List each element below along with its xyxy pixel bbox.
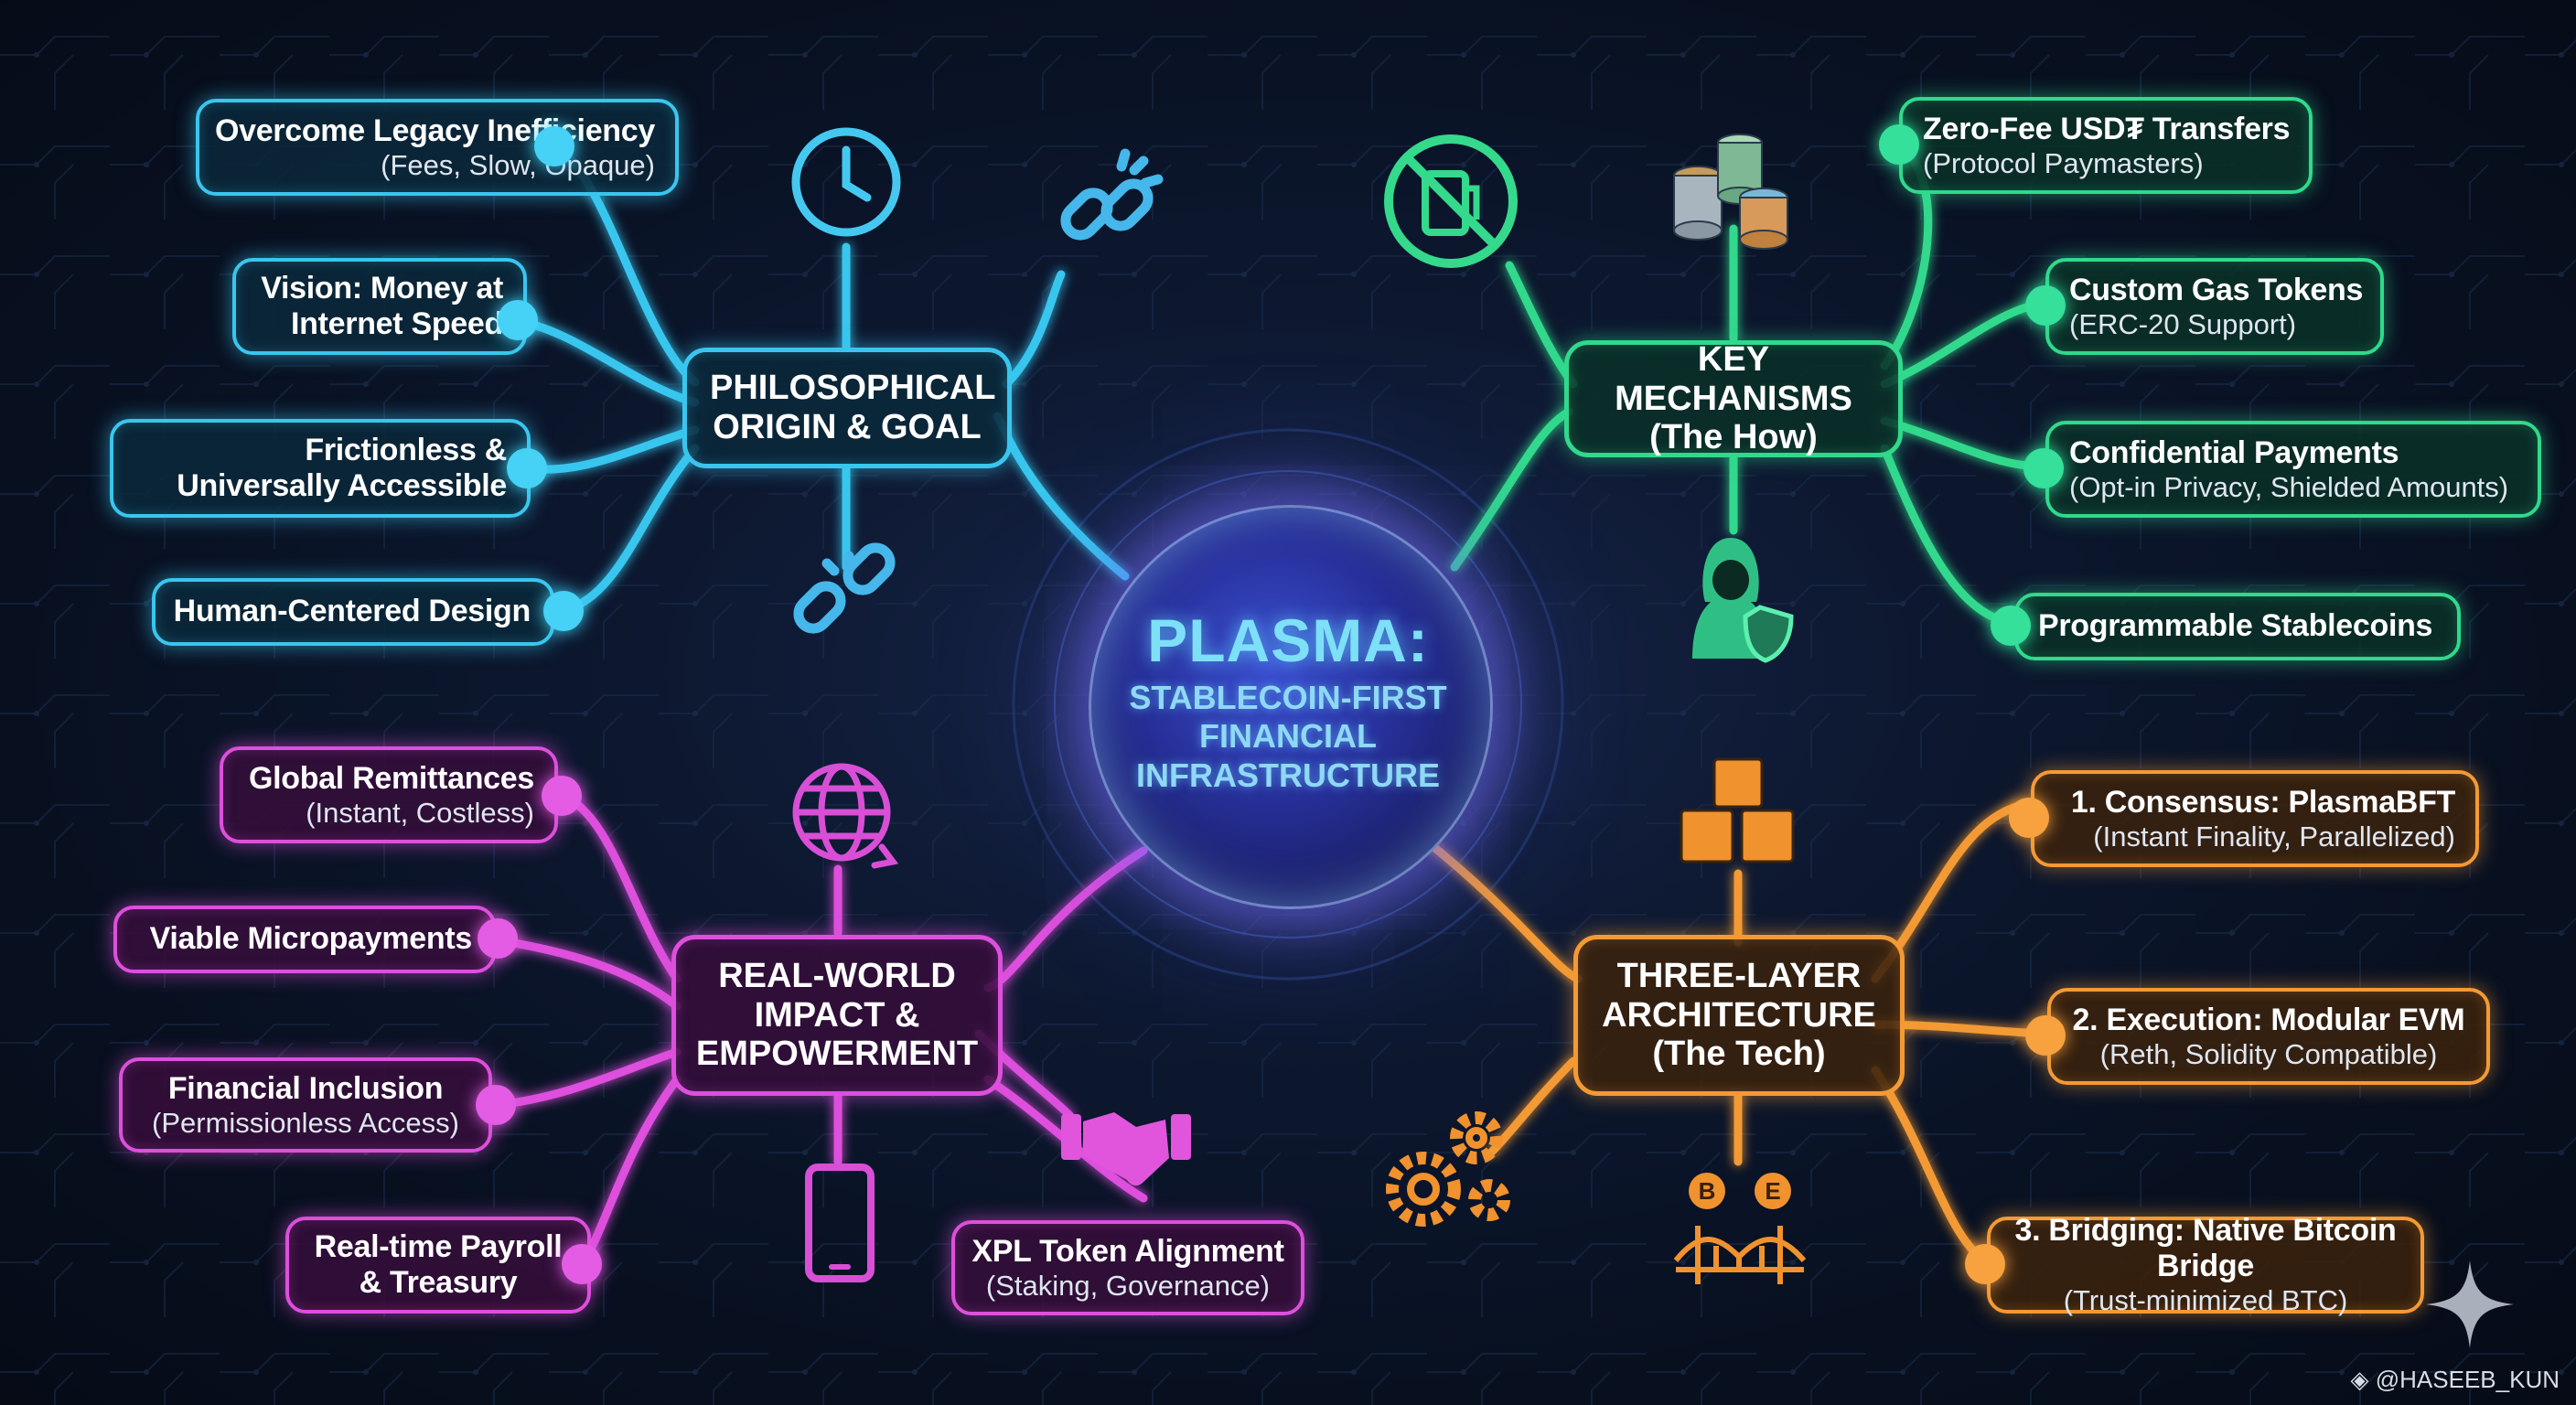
node-xpl-token-alignment[interactable]: XPL Token Alignment (Staking, Governance…	[951, 1220, 1304, 1315]
node-financial-inclusion[interactable]: Financial Inclusion (Permissionless Acce…	[119, 1057, 492, 1153]
node-title: Global Remittances	[248, 760, 534, 796]
node-confidential-payments[interactable]: Confidential Payments (Opt-in Privacy, S…	[2045, 421, 2541, 518]
node-execution-modular-evm[interactable]: 2. Execution: Modular EVM (Reth, Solidit…	[2047, 988, 2490, 1085]
node-subtitle: (Fees, Slow, Opaque)	[381, 148, 655, 181]
chain-link-icon	[1060, 148, 1164, 241]
connector-dot	[476, 1085, 516, 1125]
smartphone-icon	[805, 1164, 875, 1282]
hub-real-world-impact[interactable]: REAL-WORLD IMPACT & EMPOWERMENT	[671, 935, 1003, 1096]
node-title: Confidential Payments	[2069, 434, 2399, 470]
node-bridging-native-bitcoin[interactable]: 3. Bridging: Native Bitcoin Bridge (Trus…	[1987, 1213, 2424, 1317]
central-orb	[1089, 505, 1493, 909]
hub-real-world-impact-label: REAL-WORLD IMPACT & EMPOWERMENT	[695, 956, 979, 1074]
node-frictionless-accessible[interactable]: Frictionless & Universally Accessible	[110, 419, 531, 518]
orb-ring-inner	[1054, 470, 1522, 938]
stacked-blocks-icon	[1680, 757, 1795, 863]
connector-dot	[478, 918, 518, 959]
hub-three-layer-architecture[interactable]: THREE-LAYER ARCHITECTURE (The Tech)	[1573, 935, 1905, 1096]
node-custom-gas-tokens[interactable]: Custom Gas Tokens (ERC-20 Support)	[2045, 258, 2384, 355]
node-subtitle: (Instant Finality, Parallelized)	[2093, 820, 2455, 853]
node-subtitle: (Trust-minimized BTC)	[2063, 1284, 2348, 1317]
node-viable-micropayments[interactable]: Viable Micropayments	[113, 906, 496, 973]
connector-dot	[562, 1244, 602, 1284]
connector-dot	[542, 776, 582, 816]
node-title: Viable Micropayments	[149, 921, 473, 957]
node-global-remittances[interactable]: Global Remittances (Instant, Costless)	[220, 746, 558, 843]
connector-dot	[2023, 448, 2064, 488]
node-overcome-legacy-inefficiency[interactable]: Overcome Legacy Inefficiency (Fees, Slow…	[196, 99, 679, 196]
node-title: Real-time Payroll & Treasury	[314, 1228, 563, 1300]
orb-ring-outer	[1012, 428, 1564, 981]
bitcoin-coin-label: B	[1699, 1177, 1716, 1205]
hub-three-layer-architecture-label: THREE-LAYER ARCHITECTURE (The Tech)	[1602, 956, 1876, 1074]
node-title: Vision: Money at Internet Speed	[261, 270, 503, 341]
node-zero-fee-usdt-transfers[interactable]: Zero-Fee USD₮ Transfers (Protocol Paymas…	[1899, 97, 2313, 194]
connector-dot	[2025, 285, 2066, 326]
node-real-time-payroll-treasury[interactable]: Real-time Payroll & Treasury	[285, 1217, 591, 1314]
hooded-figure-shield-icon	[1692, 538, 1794, 663]
node-subtitle: (Protocol Paymasters)	[1923, 146, 2204, 179]
bridge-icon: B E	[1673, 1173, 1807, 1284]
connector-dot	[2025, 1015, 2066, 1056]
ethereum-coin-label: E	[1765, 1177, 1780, 1205]
handshake-icon	[1061, 1112, 1191, 1186]
node-title: 3. Bridging: Native Bitcoin Bridge	[2014, 1213, 2397, 1284]
sparkle-icon	[2426, 1260, 2514, 1348]
connector-dot	[1991, 606, 2031, 646]
node-subtitle: (Opt-in Privacy, Shielded Amounts)	[2069, 470, 2509, 503]
center-title: PLASMA:	[1147, 606, 1429, 674]
connector-dot	[1965, 1244, 2005, 1284]
node-title: XPL Token Alignment	[971, 1233, 1284, 1269]
node-title: Zero-Fee USD₮ Transfers	[1923, 111, 2291, 146]
hub-philosophical-origin[interactable]: PHILOSOPHICAL ORIGIN & GOAL	[682, 348, 1012, 468]
connector-dot	[543, 591, 584, 631]
center-subtitle: STABLECOIN-FIRST FINANCIAL INFRASTRUCTUR…	[1129, 679, 1447, 794]
node-programmable-stablecoins[interactable]: Programmable Stablecoins	[2014, 593, 2461, 660]
globe-icon	[792, 763, 899, 869]
connector-dot	[2009, 798, 2049, 838]
node-title: Overcome Legacy Inefficiency	[214, 113, 655, 148]
hub-philosophical-label: PHILOSOPHICAL ORIGIN & GOAL	[710, 369, 996, 446]
connector-dot	[534, 126, 574, 166]
connector-dot	[498, 300, 538, 340]
author-watermark: ◈ @HASEEB_KUN	[2350, 1366, 2560, 1393]
connector-dot	[1879, 124, 1919, 165]
coin-stack-icon	[1673, 134, 1788, 250]
hub-key-mechanisms[interactable]: KEY MECHANISMS (The How)	[1564, 340, 1903, 457]
node-vision-money-internet-speed[interactable]: Vision: Money at Internet Speed	[232, 258, 527, 355]
node-title: Financial Inclusion	[167, 1070, 444, 1106]
node-title: Programmable Stablecoins	[2038, 608, 2433, 644]
connector-dot	[507, 448, 547, 488]
node-subtitle: (Staking, Governance)	[985, 1269, 1271, 1302]
node-human-centered-design[interactable]: Human-Centered Design	[152, 578, 554, 646]
node-subtitle: (Permissionless Access)	[152, 1106, 459, 1139]
node-title: 2. Execution: Modular EVM	[2072, 1002, 2465, 1037]
no-gas-pump-icon	[1384, 134, 1518, 268]
node-title: Human-Centered Design	[173, 594, 531, 629]
node-title: 1. Consensus: PlasmaBFT	[2070, 784, 2455, 820]
node-title: Frictionless & Universally Accessible	[177, 432, 507, 503]
node-subtitle: (Instant, Costless)	[306, 796, 534, 829]
clock-icon	[791, 127, 901, 237]
node-subtitle: (ERC-20 Support)	[2069, 307, 2297, 340]
node-consensus-plasmabft[interactable]: 1. Consensus: PlasmaBFT (Instant Finalit…	[2031, 770, 2479, 867]
gears-icon	[1386, 1111, 1510, 1227]
hub-key-mechanisms-label: KEY MECHANISMS (The How)	[1615, 339, 1852, 457]
node-subtitle: (Reth, Solidity Compatible)	[2099, 1037, 2438, 1070]
node-title: Custom Gas Tokens	[2069, 272, 2364, 307]
broken-link-icon	[793, 542, 896, 634]
